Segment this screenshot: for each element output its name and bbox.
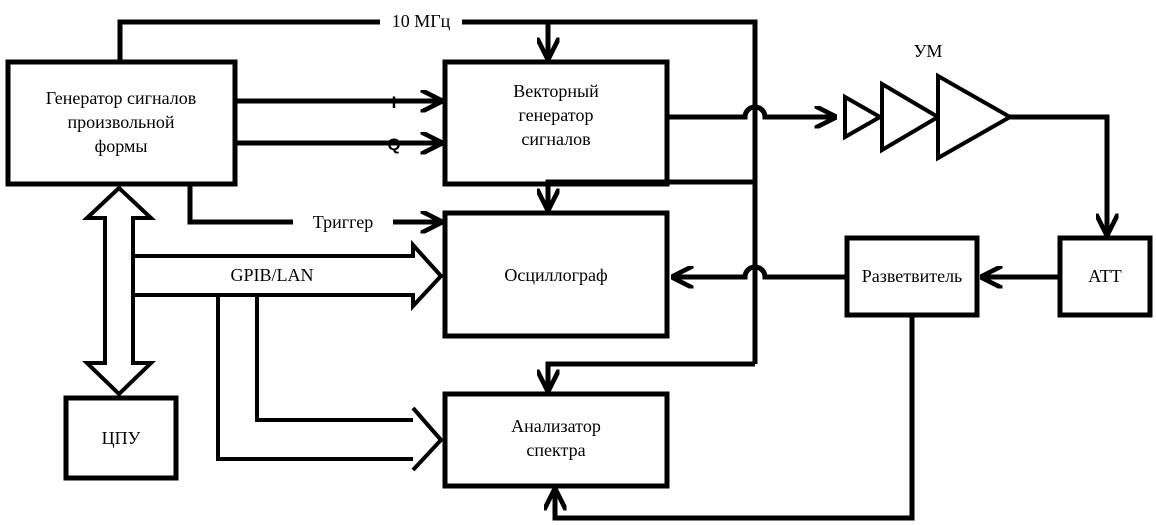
amp-to-att-line xyxy=(1010,114,1107,234)
splitter-block xyxy=(844,235,980,318)
gpib-bus-to-osc xyxy=(131,239,444,312)
gpib-bus-to-sa-head xyxy=(411,406,444,472)
amplifier-stage-2 xyxy=(880,80,942,154)
cpu-label: ЦПУ xyxy=(102,428,141,448)
amplifier-stage-3 xyxy=(936,72,1015,162)
vsg-label-1: Векторный xyxy=(513,81,599,101)
ref-clock-to-osc xyxy=(548,179,755,209)
ref-clock-to-sa xyxy=(548,361,755,390)
att-block xyxy=(1057,235,1153,318)
vsg-to-amp-line xyxy=(669,104,835,117)
vsg-label-2: генератор xyxy=(519,105,594,125)
awg-label-1: Генератор сигналов xyxy=(46,88,197,108)
i-signal-label: I xyxy=(392,93,397,112)
sa-label-2: спектра xyxy=(526,440,585,460)
trigger-label: Триггер xyxy=(313,212,373,232)
trigger-line xyxy=(187,186,293,225)
amplifier-stage-1 xyxy=(843,93,885,141)
awg-label-2: произвольной xyxy=(68,112,175,132)
cpu-awg-bidirectional-arrow xyxy=(81,185,157,397)
awg-label-3: формы xyxy=(95,136,148,156)
ref-clock-line-right xyxy=(462,19,758,364)
att-label: АТТ xyxy=(1088,266,1121,286)
spectrum-analyzer-block xyxy=(442,391,670,489)
q-signal-label: Q xyxy=(387,135,400,154)
gpib-bus-to-sa-outer xyxy=(216,297,413,461)
oscilloscope-block xyxy=(442,210,670,339)
ref-clock-line xyxy=(117,19,380,62)
splitter-label: Разветвитель xyxy=(862,266,963,286)
sa-label-1: Анализатор xyxy=(511,416,601,436)
vsg-label-3: сигналов xyxy=(521,129,590,149)
oscilloscope-label: Осциллограф xyxy=(504,265,607,285)
gpib-bus-to-sa-inner xyxy=(255,297,413,422)
amplifier-label: УМ xyxy=(914,41,943,61)
gpib-lan-label: GPIB/LAN xyxy=(230,265,313,285)
cpu-block xyxy=(63,395,179,481)
splitter-to-osc-line xyxy=(673,264,845,277)
ref-clock-label: 10 МГц xyxy=(392,11,451,31)
splitter-to-sa-line xyxy=(555,317,915,521)
